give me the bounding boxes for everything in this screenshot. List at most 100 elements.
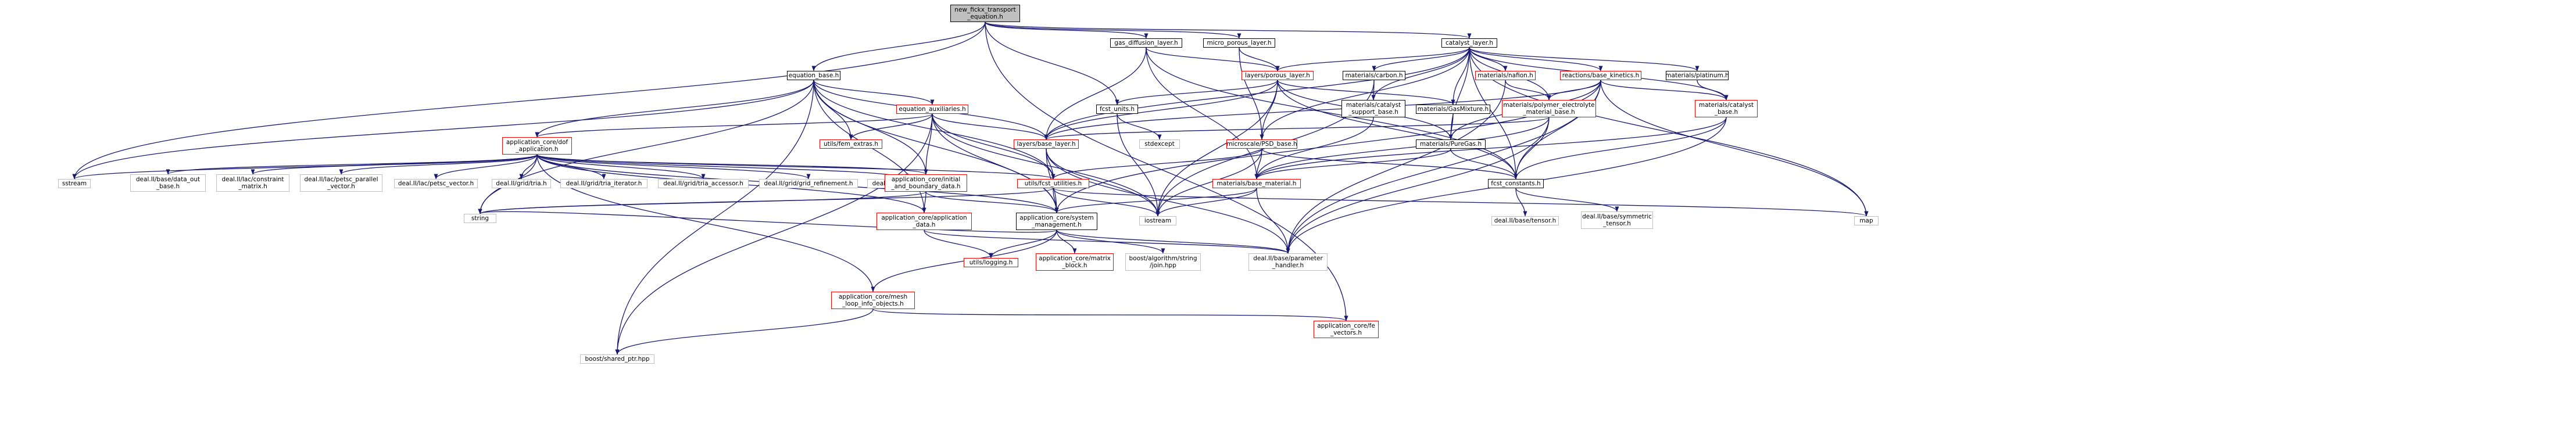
- graph-node-reactions-base-kinetics[interactable]: reactions/base_kinetics.h: [1560, 71, 1641, 80]
- edge-layers-base-layer-to-deal-base-parameter-handler: [1046, 148, 1290, 254]
- graph-node-equation-auxiliaries[interactable]: equation_auxiliaries.h: [896, 105, 968, 114]
- edge-reactions-base-kinetics-to-map: [1600, 80, 1869, 217]
- edge-materials-catalyst-base-to-fcst-constants: [1514, 117, 1727, 180]
- graph-node-fcst-units[interactable]: fcst_units.h: [1096, 105, 1138, 114]
- edge-materials-puregas-to-materials-base-material: [1254, 148, 1451, 180]
- edge-fcst-constants-to-deal-base-symmetric-tensor: [1515, 188, 1619, 212]
- graph-node-application-core-dof-application[interactable]: application_core/dof _application.h: [502, 137, 572, 155]
- graph-node-application-core-system-management[interactable]: application_core/system _management.h: [1016, 213, 1097, 230]
- edge-materials-polymer-electrolyte-to-deal-base-parameter-handler: [1286, 117, 1550, 254]
- graph-node-catalyst-layer[interactable]: catalyst_layer.h: [1441, 38, 1497, 48]
- graph-node-application-core-initial-and-boundary-data[interactable]: application_core/initial _and_boundary_d…: [885, 174, 967, 192]
- edge-application-core-dof-application-to-deal-grid-grid-refinement: [536, 154, 811, 180]
- graph-node-application-core-application-data[interactable]: application_core/application _data.h: [876, 213, 972, 230]
- graph-node-materials-catalyst-support-base[interactable]: materials/catalyst _support_base.h: [1341, 100, 1405, 117]
- graph-node-materials-catalyst-base[interactable]: materials/catalyst _base.h: [1695, 100, 1758, 117]
- edge-application-core-dof-application-to-deal-base-data-out-base: [166, 154, 538, 175]
- edge-materials-polymer-electrolyte-to-materials-base-material: [1254, 117, 1550, 180]
- graph-node-sstream: sstream: [58, 179, 91, 188]
- graph-node-materials-base-material[interactable]: materials/base_material.h: [1212, 179, 1301, 188]
- edge-application-core-system-management-to-application-core-matrix-block: [1056, 229, 1077, 254]
- edge-application-core-dof-application-to-deal-lac-petsc-vector: [434, 154, 538, 180]
- graph-node-deal-base-tensor: deal.II/base/tensor.h: [1491, 216, 1559, 225]
- graph-node-application-core-mesh-loop-info-objects[interactable]: application_core/mesh _loop_info_objects…: [831, 292, 915, 309]
- edge-application-core-dof-application-to-utils-fcst-utilities: [536, 154, 1056, 180]
- edge-equation-base-to-utils-fcst-utilities: [813, 80, 1056, 180]
- graph-node-utils-logging[interactable]: utils/logging.h: [964, 258, 1018, 267]
- edge-utils-fcst-utilities-to-string: [478, 188, 1054, 214]
- graph-node-deal-lac-petsc-vector: deal.II/lac/petsc_vector.h: [394, 179, 478, 188]
- edge-equation-auxiliaries-to-boost-shared-ptr: [615, 113, 933, 355]
- edge-equation-auxiliaries-to-iostream: [932, 113, 1160, 217]
- edge-application-core-dof-application-to-application-core-mesh-loop-info-objects: [536, 154, 875, 292]
- edge-materials-nafion-to-deal-base-parameter-handler: [1286, 80, 1506, 254]
- edge-equation-auxiliaries-to-utils-fem-extras: [849, 113, 933, 140]
- edge-root-to-micro-porous-layer: [985, 21, 1242, 39]
- edge-application-core-application-data-to-utils-logging: [924, 229, 993, 259]
- edge-root-to-sstream: [72, 21, 986, 180]
- graph-node-materials-polymer-electrolyte[interactable]: materials/polymer_electrolyte _material_…: [1502, 100, 1596, 117]
- graph-node-gas-diffusion-layer[interactable]: gas_diffusion_layer.h: [1110, 38, 1182, 48]
- edge-catalyst-layer-to-layers-porous-layer: [1275, 47, 1470, 71]
- graph-node-layers-porous-layer[interactable]: layers/porous_layer.h: [1242, 71, 1314, 80]
- edge-utils-fcst-utilities-to-iostream: [1053, 188, 1160, 217]
- edge-application-core-dof-application-to-deal-grid-tria-accessor: [536, 154, 706, 180]
- edge-root-to-gas-diffusion-layer: [985, 21, 1149, 39]
- edge-layers-porous-layer-to-layers-base-layer: [1044, 80, 1278, 140]
- edge-application-core-dof-application-to-deal-lac-constraint-matrix: [251, 154, 538, 175]
- edge-equation-base-to-sstream: [72, 80, 814, 180]
- graph-node-application-core-fe-vectors[interactable]: application_core/fe _vectors.h: [1314, 321, 1379, 338]
- edge-materials-base-material-to-application-core-system-management: [1054, 188, 1257, 213]
- edge-reactions-base-kinetics-to-fcst-constants: [1514, 80, 1601, 180]
- graph-node-iostream: iostream: [1139, 216, 1176, 225]
- edge-application-core-system-management-to-boost-algorithm-string-join: [1056, 229, 1165, 254]
- graph-node-deal-base-parameter-handler: deal.II/base/parameter _handler.h: [1248, 253, 1328, 271]
- edge-application-core-application-data-to-deal-base-parameter-handler: [924, 229, 1290, 254]
- edge-materials-catalyst-support-base-to-materials-base-material: [1254, 117, 1374, 180]
- graph-node-fcst-constants[interactable]: fcst_constants.h: [1488, 179, 1544, 188]
- graph-node-materials-gasmixture[interactable]: materials/GasMixture.h: [1416, 105, 1490, 114]
- edge-equation-base-to-boost-shared-ptr: [615, 80, 814, 355]
- edge-layers-porous-layer-to-fcst-constants: [1277, 80, 1518, 180]
- edge-catalyst-layer-to-materials-carbon: [1372, 47, 1470, 71]
- edge-equation-base-to-equation-auxiliaries: [813, 80, 935, 105]
- edge-application-core-system-management-to-string: [478, 209, 1057, 233]
- edge-materials-catalyst-base-to-materials-base-material: [1254, 117, 1727, 180]
- edge-fcst-units-to-stdexcept: [1117, 113, 1162, 140]
- graph-node-materials-carbon[interactable]: materials/carbon.h: [1343, 71, 1405, 80]
- graph-node-microscale-psd-base[interactable]: microscale/PSD_base.h: [1226, 139, 1297, 149]
- edge-application-core-initial-and-boundary-data-to-application-core-system-management: [925, 191, 1059, 213]
- graph-node-materials-nafion[interactable]: materials/nafion.h: [1475, 71, 1536, 80]
- edge-gas-diffusion-layer-to-fcst-constants: [1146, 47, 1518, 180]
- graph-node-utils-fcst-utilities[interactable]: utils/fcst_utilities.h: [1017, 179, 1089, 188]
- edge-gas-diffusion-layer-to-materials-base-material: [1146, 47, 1259, 180]
- edge-layers-base-layer-to-iostream: [1046, 148, 1160, 217]
- edge-catalyst-layer-to-microscale-psd-base: [1260, 47, 1470, 140]
- graph-node-equation-base[interactable]: equation_base.h: [787, 71, 840, 80]
- graph-node-boost-algorithm-string-join: boost/algorithm/string /join.hpp: [1125, 253, 1201, 271]
- edge-application-core-initial-and-boundary-data-to-application-core-application-data: [922, 191, 926, 213]
- graph-node-materials-puregas[interactable]: materials/PureGas.h: [1416, 139, 1486, 149]
- edge-root-to-fcst-units: [985, 21, 1119, 105]
- graph-node-materials-platinum[interactable]: materials/platinum.h: [1665, 71, 1729, 80]
- graph-node-layers-base-layer[interactable]: layers/base_layer.h: [1014, 139, 1079, 149]
- graph-node-utils-fem-extras[interactable]: utils/fem_extras.h: [820, 139, 882, 149]
- edge-layers-porous-layer-to-iostream: [1155, 80, 1278, 217]
- edge-reactions-base-kinetics-to-layers-base-layer: [1044, 80, 1601, 140]
- edge-equation-base-to-application-core-dof-application: [535, 80, 814, 138]
- edge-application-core-dof-application-to-deal-lac-petsc-parallel-vector: [339, 154, 538, 175]
- edge-equation-base-to-application-core-initial-and-boundary-data: [813, 80, 928, 175]
- edge-root-to-application-core-fe-vectors: [985, 21, 1348, 321]
- edge-micro-porous-layer-to-layers-porous-layer: [1239, 47, 1280, 71]
- graph-node-deal-lac-constraint-matrix: deal.II/lac/constraint _matrix.h: [216, 174, 289, 192]
- graph-node-deal-grid-tria-accessor: deal.II/grid/tria_accessor.h: [658, 179, 749, 188]
- dependency-edges: [72, 21, 1869, 355]
- edge-gas-diffusion-layer-to-layers-porous-layer: [1146, 47, 1280, 71]
- graph-node-application-core-matrix-block[interactable]: application_core/matrix _block.h: [1036, 253, 1114, 271]
- edge-root-to-equation-base: [811, 21, 986, 71]
- graph-node-micro-porous-layer[interactable]: micro_porous_layer.h: [1203, 38, 1275, 48]
- edge-materials-gasmixture-to-materials-puregas: [1448, 113, 1454, 140]
- graph-node-deal-grid-tria-iterator: deal.II/grid/tria_iterator.h: [560, 179, 647, 188]
- graph-node-deal-grid-grid-refinement: deal.II/grid/grid_refinement.h: [759, 179, 858, 188]
- edge-reactions-base-kinetics-to-materials-catalyst-base: [1600, 80, 1729, 101]
